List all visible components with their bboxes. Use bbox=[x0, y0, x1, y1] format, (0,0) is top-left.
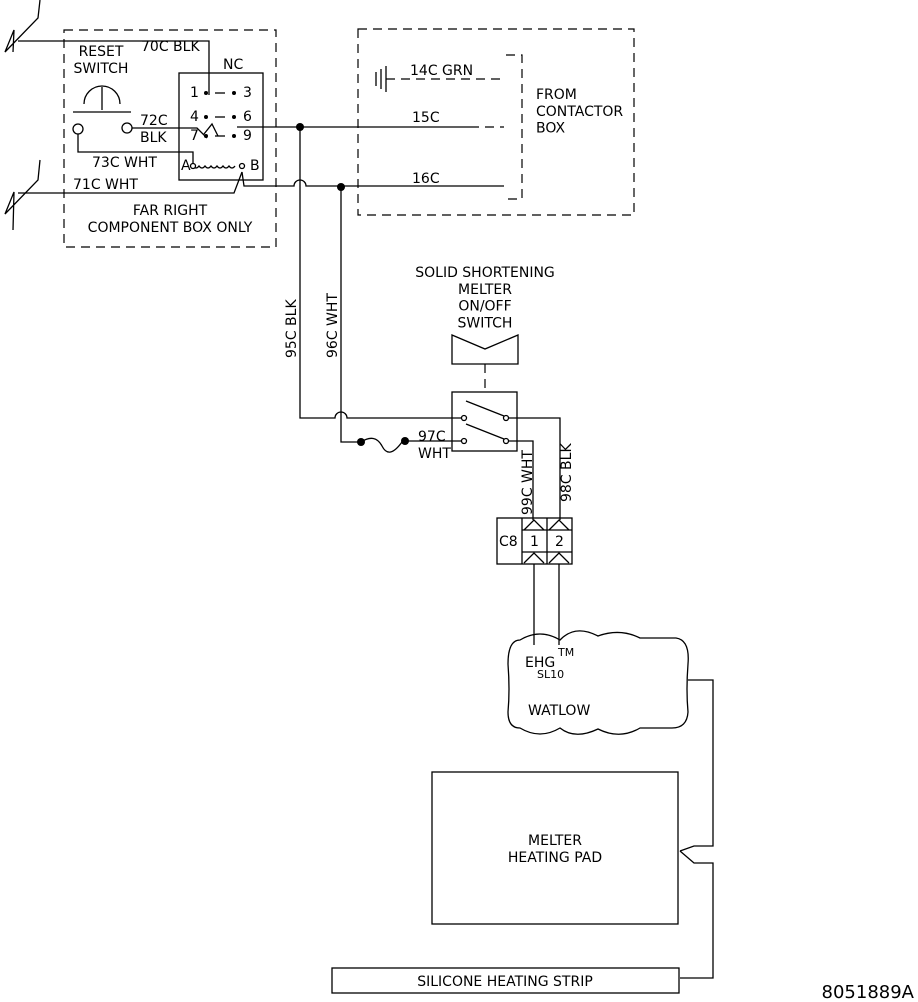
melter-switch-terminal-3 bbox=[460, 437, 468, 445]
connector-pin-2: 2 bbox=[555, 534, 564, 550]
relay-contact-9: 9 bbox=[243, 128, 252, 144]
relay-contact-6: 6 bbox=[243, 109, 252, 125]
wire-label-70c: 70C BLK bbox=[141, 39, 200, 55]
relay-coil-a: A bbox=[181, 158, 191, 174]
wire-98c bbox=[508, 417, 561, 520]
wire-label-95c: 95C BLK bbox=[284, 299, 300, 358]
wire-break-mark-bottom bbox=[4, 159, 41, 231]
relay-coil-b: B bbox=[250, 158, 260, 174]
relay-coil-terminal-b bbox=[238, 162, 246, 170]
melter-switch-terminal-4 bbox=[502, 437, 510, 445]
wire-controller-to-pad bbox=[679, 679, 714, 852]
wire-71c bbox=[18, 171, 243, 194]
controller-model: EHG bbox=[525, 655, 555, 671]
relay-contact-1: 1 bbox=[190, 85, 199, 101]
wire-96c bbox=[340, 187, 360, 443]
relay-terminal-3 bbox=[232, 91, 236, 95]
melter-switch-blade-2 bbox=[465, 423, 505, 440]
wire-pad-to-strip bbox=[679, 850, 714, 979]
controller-submodel: SL10 bbox=[537, 668, 564, 681]
relay-terminal-1 bbox=[204, 91, 208, 95]
reset-switch-terminal-left bbox=[72, 123, 84, 135]
relay-terminal-7 bbox=[204, 134, 208, 138]
wire-label-71c: 71C WHT bbox=[73, 177, 138, 193]
heating-strip-label: SILICONE HEATING STRIP bbox=[417, 974, 593, 990]
wire-73c bbox=[77, 134, 194, 163]
wire-95c bbox=[299, 127, 462, 419]
relay-coil-terminal-a bbox=[189, 162, 197, 170]
reset-switch-terminal-right bbox=[121, 122, 133, 134]
wire-70c bbox=[18, 40, 210, 95]
wire-break-mark-top bbox=[4, 0, 41, 53]
wire-label-99c: 99C WHT bbox=[520, 450, 536, 515]
melter-switch-terminal-1 bbox=[460, 414, 468, 422]
controller-trademark: TM bbox=[557, 646, 574, 659]
relay-contact-7: 7 bbox=[190, 128, 199, 144]
reset-switch-actuator-icon bbox=[83, 85, 121, 105]
wire-label-14c: 14C GRN bbox=[410, 63, 473, 79]
connector-pin2-arrow-bottom bbox=[548, 552, 570, 564]
connector-c8-label: C8 bbox=[499, 534, 518, 550]
wire-label-15c: 15C bbox=[412, 110, 440, 126]
connector-pin2-arrow-top bbox=[548, 519, 570, 531]
wire-99c bbox=[508, 440, 534, 520]
contactor-box-outline bbox=[357, 28, 635, 216]
wire-label-98c: 98C BLK bbox=[559, 443, 575, 502]
wire-label-16c: 16C bbox=[412, 171, 440, 187]
wire-label-96c: 96C WHT bbox=[325, 293, 341, 358]
controller-outline bbox=[507, 630, 689, 735]
connector-pin1-arrow-bottom bbox=[523, 552, 545, 564]
wire-72c bbox=[132, 127, 208, 139]
relay-terminal-4 bbox=[204, 115, 208, 119]
melter-switch-blade-1 bbox=[465, 400, 505, 417]
connector-pin1-arrow-top bbox=[523, 519, 545, 531]
drawing-number: 8051889A bbox=[822, 982, 915, 1002]
fuse-icon bbox=[360, 437, 403, 453]
heating-pad bbox=[431, 771, 679, 925]
relay-crossover bbox=[203, 122, 219, 137]
relay-contact-4: 4 bbox=[190, 109, 199, 125]
silicone-heating-strip bbox=[331, 967, 680, 994]
melter-switch-terminal-2 bbox=[502, 414, 510, 422]
relay-nc-label: NC bbox=[223, 57, 243, 73]
contactor-box-bracket bbox=[506, 54, 523, 200]
melter-switch-body bbox=[451, 391, 518, 452]
melter-switch-rocker-icon bbox=[451, 334, 519, 365]
controller-brand: WATLOW bbox=[528, 703, 590, 719]
relay-terminal-9 bbox=[232, 134, 236, 138]
relay-coil-icon bbox=[192, 164, 236, 169]
wire-label-73c: 73C WHT bbox=[92, 155, 157, 171]
connector-pin-1: 1 bbox=[530, 534, 539, 550]
relay-terminal-6 bbox=[232, 115, 236, 119]
component-box-outline bbox=[63, 29, 277, 248]
wire-16c bbox=[241, 171, 504, 187]
relay-contact-3: 3 bbox=[243, 85, 252, 101]
